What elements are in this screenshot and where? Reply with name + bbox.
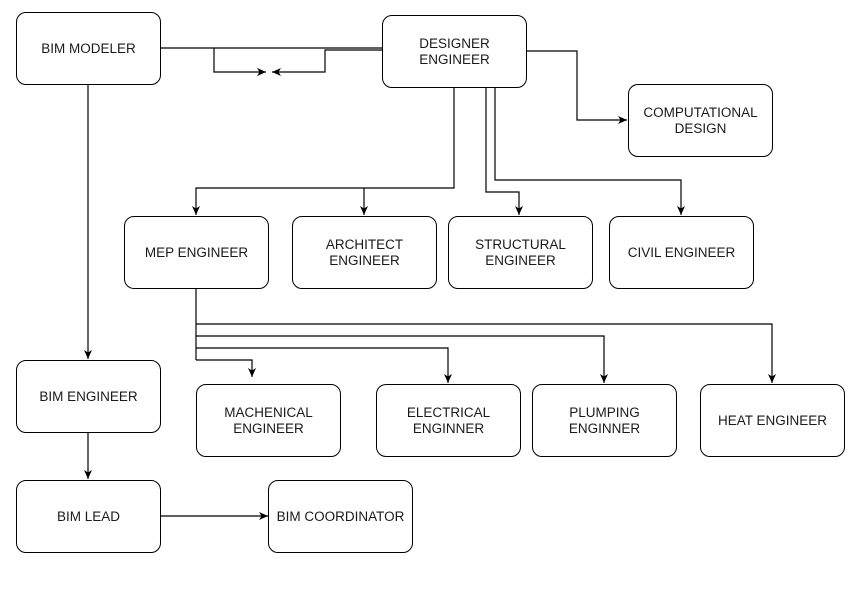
node-designer-engineer[interactable]: DESIGNER ENGINEER <box>382 15 527 88</box>
node-label: ELECTRICAL ENGINNER <box>406 404 491 436</box>
edge-loop-right <box>272 49 382 76</box>
node-label: BIM COORDINATOR <box>276 508 405 524</box>
node-bim-modeler[interactable]: BIM MODELER <box>16 12 161 85</box>
node-label: CIVIL ENGINEER <box>627 244 736 260</box>
edge-designer-structural <box>485 87 523 215</box>
node-label: BIM ENGINEER <box>39 388 138 404</box>
edge-designer-mep <box>192 87 455 215</box>
node-heat-engineer[interactable]: HEAT ENGINEER <box>700 384 845 457</box>
node-bim-engineer[interactable]: BIM ENGINEER <box>16 360 161 433</box>
edge-mep-machenical <box>196 359 256 377</box>
node-civil-engineer[interactable]: CIVIL ENGINEER <box>609 216 754 289</box>
node-label: BIM MODELER <box>41 40 136 56</box>
node-bim-lead[interactable]: BIM LEAD <box>16 480 161 553</box>
edge-mep-heat <box>196 323 776 383</box>
edge-designer-computational <box>526 50 627 124</box>
node-label: MEP ENGINEER <box>144 244 249 260</box>
node-label: BIM LEAD <box>56 508 121 524</box>
node-plumping-enginner[interactable]: PLUMPING ENGINNER <box>532 384 677 457</box>
node-electrical-enginner[interactable]: ELECTRICAL ENGINNER <box>376 384 521 457</box>
node-mep-engineer[interactable]: MEP ENGINEER <box>124 216 269 289</box>
node-architect-engineer[interactable]: ARCHITECT ENGINEER <box>292 216 437 289</box>
node-bim-coordinator[interactable]: BIM COORDINATOR <box>268 480 413 553</box>
node-label: ARCHITECT ENGINEER <box>325 236 404 268</box>
node-label: PLUMPING ENGINNER <box>568 404 641 436</box>
edge-mep-electrical <box>196 347 452 383</box>
node-computational-design[interactable]: COMPUTATIONAL DESIGN <box>628 84 773 157</box>
edge-loop-left <box>213 48 266 76</box>
edge-designer-civil <box>494 87 685 215</box>
node-label: COMPUTATIONAL DESIGN <box>643 104 758 136</box>
node-structural-engineer[interactable]: STRUCTURAL ENGINEER <box>448 216 593 289</box>
edge-mep-plumping <box>196 335 608 383</box>
node-label: DESIGNER ENGINEER <box>419 35 490 67</box>
node-label: MACHENICAL ENGINEER <box>224 404 313 436</box>
node-machenical-engineer[interactable]: MACHENICAL ENGINEER <box>196 384 341 457</box>
node-label: STRUCTURAL ENGINEER <box>475 236 566 268</box>
node-label: HEAT ENGINEER <box>717 412 828 428</box>
